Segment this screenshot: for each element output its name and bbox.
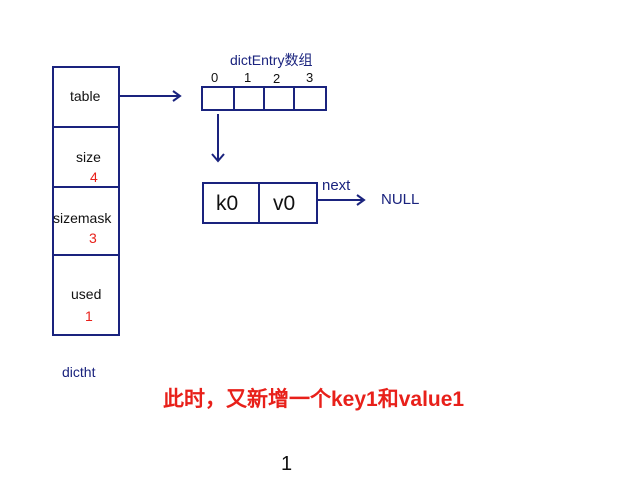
field-label-used: used (71, 286, 102, 302)
bucket-down-arrowhead (211, 153, 225, 163)
entry-value-cell (258, 182, 318, 224)
array-title: dictEntry数组 (230, 52, 313, 68)
array-slot-0 (201, 86, 235, 111)
field-label-sizemask: sizemask (53, 210, 112, 226)
array-slot-1 (233, 86, 265, 111)
entry-key: k0 (216, 192, 239, 215)
field-value-sizemask: 3 (89, 230, 97, 246)
field-label-size: size (76, 149, 101, 165)
next-pointer-label: next (322, 177, 351, 194)
null-label: NULL (381, 191, 420, 208)
array-index-2: 2 (273, 71, 281, 86)
field-value-size: 4 (90, 169, 98, 185)
array-index-0: 0 (211, 70, 219, 85)
field-label-table: table (70, 88, 101, 104)
array-slot-2 (263, 86, 295, 111)
array-index-1: 1 (244, 70, 252, 85)
caption-text: 此时，又新增一个key1和value1 (163, 388, 465, 411)
page-number: 1 (281, 453, 293, 475)
field-value-used: 1 (85, 308, 93, 324)
dictht-used-cell (52, 254, 120, 336)
array-index-3: 3 (306, 70, 314, 85)
entry-value: v0 (273, 192, 296, 215)
dictht-name: dictht (62, 364, 96, 380)
table-to-array-arrowhead (172, 90, 182, 102)
next-arrowhead (356, 194, 366, 206)
array-slot-3 (293, 86, 327, 111)
